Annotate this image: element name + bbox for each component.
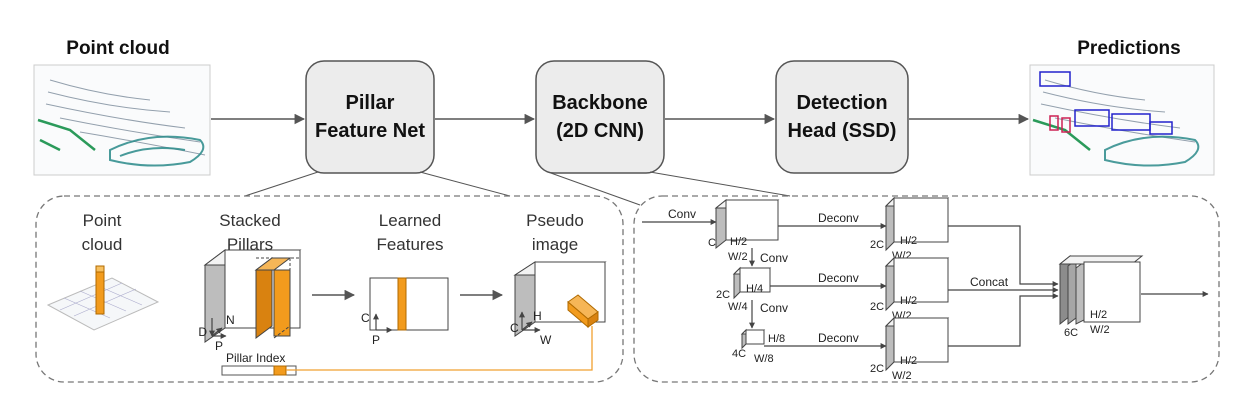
dim-w2-b1: W/2 — [728, 251, 748, 263]
backbone-label-line1: Backbone — [552, 92, 648, 114]
conv-label-3: Conv — [760, 301, 788, 315]
dim-h8: H/8 — [768, 333, 785, 345]
dim-h4: H/4 — [746, 283, 763, 295]
detection-head-box: Detection Head (SSD) — [775, 60, 909, 174]
upsampled-block-2: 2C H/2 W/2 — [870, 256, 950, 322]
dim-2c-u3: 2C — [870, 363, 884, 375]
stacked-pillars-label-2: Pillars — [227, 235, 273, 254]
dim-2c-u2: 2C — [870, 301, 884, 313]
backbone-block-1: C H/2 W/2 — [708, 198, 780, 263]
head-label-line2: Head (SSD) — [788, 120, 897, 142]
input-title: Point cloud — [66, 38, 169, 59]
axis-d: D — [198, 325, 207, 339]
stacked-pillars-label-1: Stacked — [219, 211, 280, 230]
output-scene-icon — [1029, 64, 1215, 176]
deconv-label-3: Deconv — [818, 331, 859, 345]
pfn-label-line1: Pillar — [346, 92, 395, 114]
axis-n: N — [226, 313, 235, 327]
upsampled-block-1: 2C H/2 W/2 — [870, 196, 950, 262]
dim-h2-u3: H/2 — [900, 355, 917, 367]
concat-label: Concat — [970, 275, 1009, 289]
learned-features-label-2: Features — [376, 235, 443, 254]
dim-w2-u3: W/2 — [892, 370, 912, 382]
backbone-block-2: 2C H/4 W/4 — [716, 266, 772, 313]
backbone-label-line2: (2D CNN) — [556, 120, 644, 142]
axis-p-features: P — [372, 333, 380, 347]
upsampled-block-3: 2C H/2 W/2 — [870, 316, 950, 382]
axis-c-pseudo: C — [510, 321, 519, 335]
input-scene-icon — [33, 64, 211, 176]
conv-label-input: Conv — [668, 207, 696, 221]
pseudo-image-label-1: Pseudo — [526, 211, 584, 230]
backbone-block-3: 4C H/8 W/8 — [732, 328, 785, 365]
dim-h2-u2: H/2 — [900, 295, 917, 307]
pfn-label-line2: Feature Net — [315, 120, 425, 142]
output-title: Predictions — [1077, 38, 1180, 59]
point-cloud-grid-icon — [46, 265, 160, 331]
concatenated-block: 6C H/2 W/2 — [1058, 254, 1144, 339]
pfn-detail-panel — [35, 195, 624, 383]
dim-c: C — [708, 237, 716, 249]
dim-w4: W/4 — [728, 301, 748, 313]
pseudo-image-label-2: image — [532, 235, 578, 254]
dim-h2-b1: H/2 — [730, 236, 747, 248]
dim-4c: 4C — [732, 348, 746, 360]
dim-2c-u1: 2C — [870, 239, 884, 251]
dim-w2-cat: W/2 — [1090, 324, 1110, 336]
pillar-index-label: Pillar Index — [226, 351, 285, 365]
pillar-feature-net-box: Pillar Feature Net — [305, 60, 435, 174]
dim-h2-cat: H/2 — [1090, 309, 1107, 321]
axis-w-pseudo: W — [540, 333, 552, 347]
pillar-index-scatter-link — [286, 326, 593, 371]
dim-2c-b2: 2C — [716, 289, 730, 301]
dim-h2-u1: H/2 — [900, 235, 917, 247]
pillar-index-marker — [273, 365, 287, 376]
head-label-line1: Detection — [796, 92, 887, 114]
axis-p: P — [215, 339, 223, 353]
dim-6c: 6C — [1064, 327, 1078, 339]
point-cloud-label-1: Point — [83, 211, 122, 230]
learned-features-label-1: Learned — [379, 211, 441, 230]
backbone-box: Backbone (2D CNN) — [535, 60, 665, 174]
conv-label-2: Conv — [760, 251, 788, 265]
backbone-detail-panel — [633, 195, 1220, 383]
point-cloud-label-2: cloud — [82, 235, 123, 254]
deconv-label-1: Deconv — [818, 211, 859, 225]
dim-w8: W/8 — [754, 353, 774, 365]
axis-c-features: C — [361, 311, 370, 325]
learned-features-tensor: C P — [361, 277, 449, 347]
deconv-label-2: Deconv — [818, 271, 859, 285]
stacked-pillars-tensor: D N P — [198, 249, 302, 353]
pseudo-image-tensor: C H W — [510, 261, 607, 347]
axis-h-pseudo: H — [533, 309, 542, 323]
